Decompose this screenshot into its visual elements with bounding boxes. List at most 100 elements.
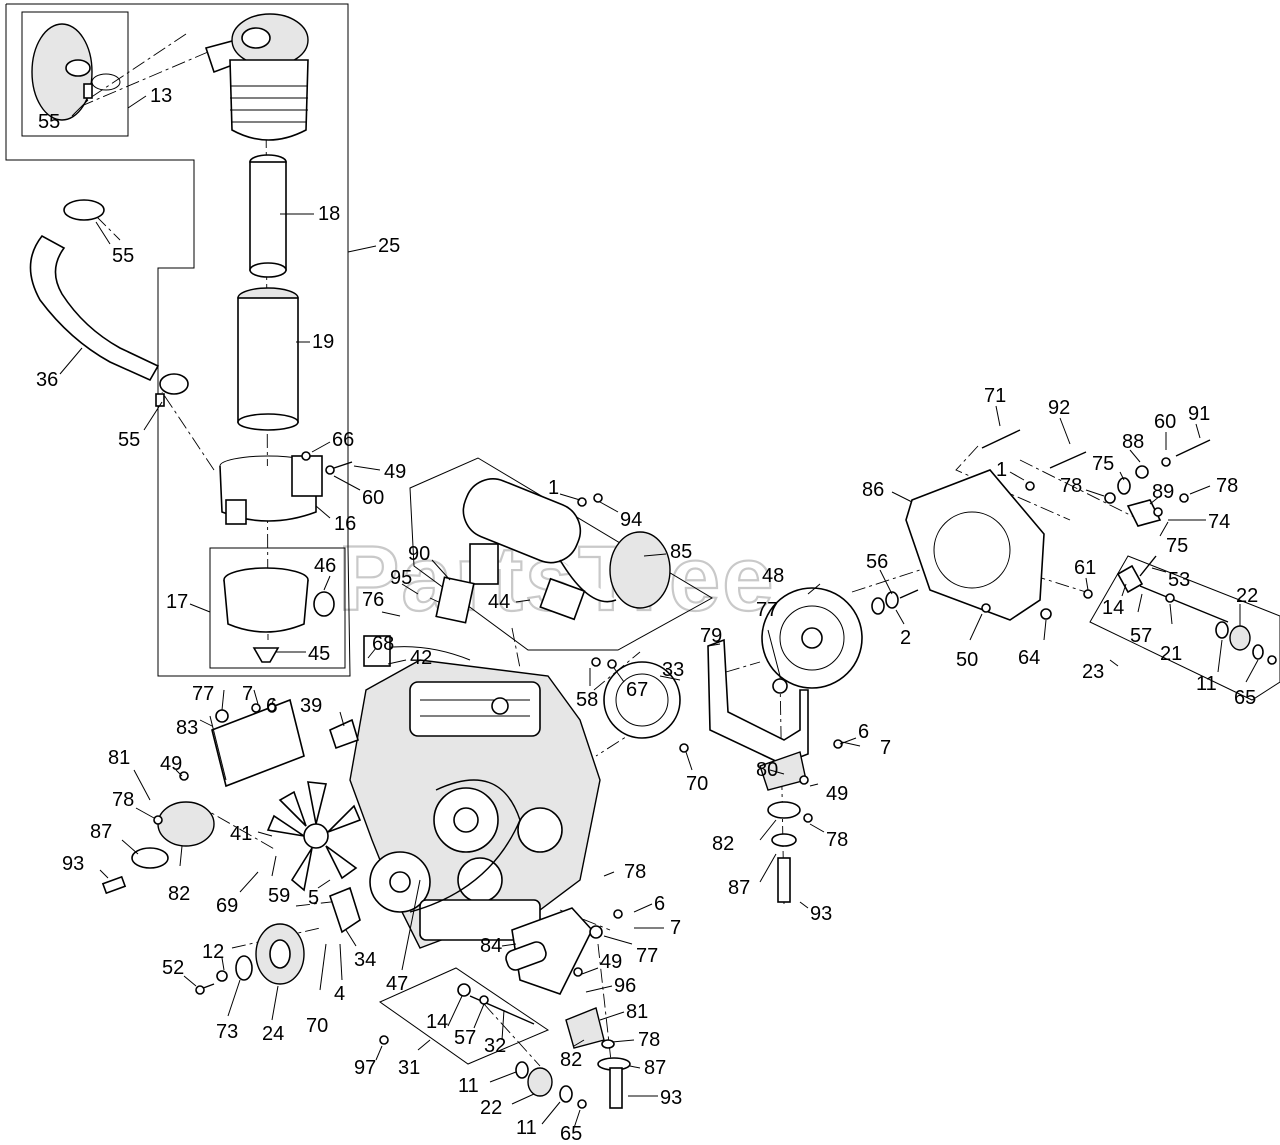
alternator-icon — [517, 807, 563, 853]
callout-91: 91 — [1188, 403, 1210, 425]
callout-95: 95 — [390, 567, 412, 589]
callout-82: 82 — [560, 1049, 582, 1071]
callout-57: 57 — [1130, 625, 1152, 647]
callout-82: 82 — [712, 833, 734, 855]
callout-49: 49 — [600, 951, 622, 973]
mount-bracket-83-icon — [211, 698, 305, 788]
bolt-92-icon — [1049, 451, 1087, 469]
idler-pulley-22-icon — [1229, 625, 1251, 651]
callout-49: 49 — [826, 783, 848, 805]
callout-84: 84 — [480, 935, 502, 957]
callout-14: 14 — [426, 1011, 448, 1033]
callout-5: 5 — [308, 887, 319, 909]
bracket-90-icon — [435, 576, 475, 624]
callout-55: 55 — [38, 111, 60, 133]
callout-58: 58 — [576, 689, 598, 711]
callout-78: 78 — [1060, 475, 1082, 497]
callout-34: 34 — [354, 949, 376, 971]
precleaner-inset-box — [21, 11, 129, 137]
group-outlines — [5, 3, 1280, 1065]
callout-22: 22 — [480, 1097, 502, 1119]
callout-78: 78 — [826, 829, 848, 851]
callout-44: 44 — [488, 591, 510, 613]
callout-85: 85 — [670, 541, 692, 563]
callout-76: 76 — [362, 589, 384, 611]
bolt-93-bottom-icon — [609, 1067, 623, 1109]
bolt-91-icon — [1175, 439, 1211, 457]
callout-87: 87 — [90, 821, 112, 843]
callout-70: 70 — [686, 773, 708, 795]
engine-assembly — [329, 635, 601, 949]
washer-87-right-icon — [771, 833, 797, 847]
callout-53: 53 — [1168, 569, 1190, 591]
mount-bracket-84-icon — [511, 907, 593, 995]
callout-93: 93 — [62, 853, 84, 875]
bolt-93-icon — [777, 857, 791, 903]
washer-82-icon — [767, 801, 801, 819]
callout-94: 94 — [620, 509, 642, 531]
callout-33: 33 — [662, 659, 684, 681]
callout-24: 24 — [262, 1023, 284, 1045]
callout-1: 1 — [548, 477, 559, 499]
valve-45-icon — [252, 647, 280, 663]
callout-39: 39 — [300, 695, 322, 717]
callout-59: 59 — [268, 885, 290, 907]
callout-49: 49 — [160, 753, 182, 775]
pto-parts — [761, 469, 1093, 689]
callout-4: 4 — [334, 983, 345, 1005]
callout-6: 6 — [266, 695, 277, 717]
callout-92: 92 — [1048, 397, 1070, 419]
idler-group-outline — [1089, 555, 1280, 701]
hose-clamp-upper-icon — [63, 199, 105, 221]
callout-74: 74 — [1208, 511, 1230, 533]
callout-75: 75 — [1092, 453, 1114, 475]
callout-78: 78 — [112, 789, 134, 811]
hose-clamp-lower-icon — [159, 373, 189, 395]
callout-82: 82 — [168, 883, 190, 905]
callout-46: 46 — [314, 555, 336, 577]
callout-73: 73 — [216, 1021, 238, 1043]
callout-68: 68 — [372, 633, 394, 655]
callout-81: 81 — [108, 747, 130, 769]
muffler-group-outline — [409, 457, 714, 651]
washer-87-icon — [131, 847, 169, 869]
clutch-shield-86-icon — [905, 469, 1045, 621]
callout-31: 31 — [398, 1057, 420, 1079]
pulley-34-icon — [329, 886, 361, 934]
isolator-81-bottom-icon — [565, 1007, 605, 1049]
muffler-parts — [435, 478, 671, 669]
callout-80: 80 — [756, 759, 778, 781]
precleaner-cap-icon — [31, 23, 93, 121]
air-intake-parts — [29, 13, 353, 663]
callout-21: 21 — [1160, 643, 1182, 665]
primary-filter-icon — [237, 297, 299, 423]
bracket-group-outline — [378, 967, 550, 1065]
safety-filter-icon — [249, 161, 287, 271]
left-mount-parts — [101, 698, 305, 895]
callout-71: 71 — [984, 385, 1006, 407]
shaft-21-icon — [1139, 585, 1229, 623]
pivot-89-icon — [1126, 499, 1162, 527]
callout-60: 60 — [362, 487, 384, 509]
callout-25: 25 — [378, 235, 400, 257]
air-cleaner-body-icon — [229, 59, 309, 141]
callout-48: 48 — [762, 565, 784, 587]
fan-41-icon — [266, 781, 362, 892]
bracket-44-icon — [469, 543, 499, 585]
callout-18: 18 — [318, 203, 340, 225]
callout-11: 11 — [516, 1117, 537, 1139]
bottom-mount-parts — [379, 907, 631, 1109]
callout-55: 55 — [112, 245, 134, 267]
callout-7: 7 — [242, 683, 253, 705]
callout-55: 55 — [118, 429, 140, 451]
dust-cup-box — [209, 547, 346, 669]
callout-23: 23 — [1082, 661, 1104, 683]
leader-lines — [59, 95, 1259, 1129]
idler-pulley-22b-icon — [527, 1067, 553, 1097]
callout-78: 78 — [638, 1029, 660, 1051]
callout-69: 69 — [216, 895, 238, 917]
callout-87: 87 — [728, 877, 750, 899]
callout-66: 66 — [332, 429, 354, 451]
callout-52: 52 — [162, 957, 184, 979]
